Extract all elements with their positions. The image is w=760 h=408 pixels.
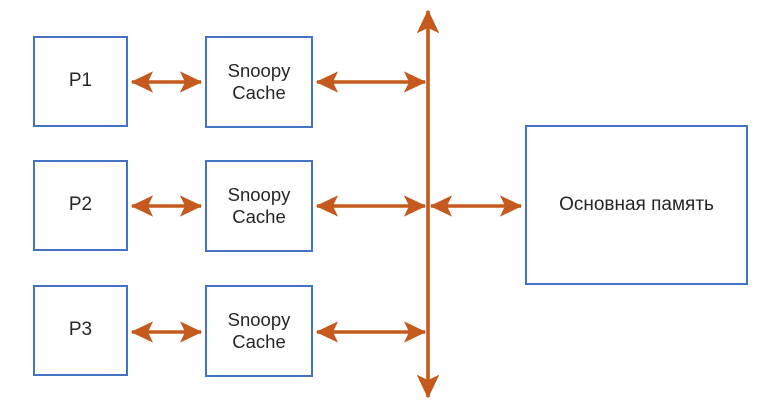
processor-box-p3[interactable]: P3 — [33, 285, 128, 376]
processor-label-p2: P2 — [68, 194, 93, 216]
processor-label-p1: P1 — [68, 70, 93, 92]
main-memory-box[interactable]: Основная память — [525, 125, 748, 285]
cache-box-1[interactable]: Snoopy Cache — [205, 36, 313, 128]
processor-label-p3: P3 — [68, 319, 93, 341]
processor-box-p2[interactable]: P2 — [33, 160, 128, 251]
cache-box-3[interactable]: Snoopy Cache — [205, 285, 313, 377]
processor-box-p1[interactable]: P1 — [33, 36, 128, 127]
cache-label-3: Snoopy Cache — [227, 309, 291, 352]
cache-label-2: Snoopy Cache — [227, 184, 291, 227]
cache-box-2[interactable]: Snoopy Cache — [205, 160, 313, 252]
main-memory-label: Основная память — [559, 193, 714, 215]
cache-label-1: Snoopy Cache — [227, 60, 291, 103]
